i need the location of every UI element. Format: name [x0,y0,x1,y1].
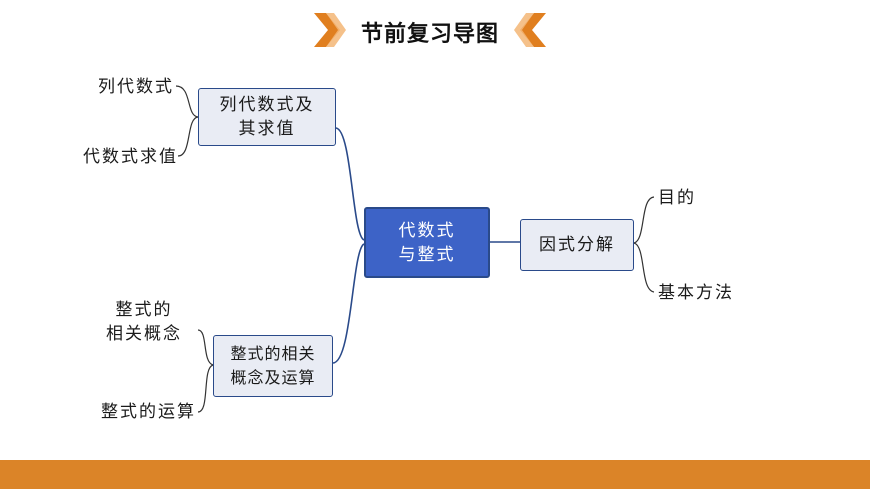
leaf-write-expression: 列代数式 [98,77,174,97]
node-factorization[interactable]: 因式分解 [520,219,634,271]
footer-bar [0,460,870,489]
leaf-basic-methods: 基本方法 [658,283,734,303]
leaf-evaluate-expression: 代数式求值 [83,147,178,167]
connector-leaf-3 [197,329,214,366]
connector-leaf-4 [197,364,214,413]
node-polynomial-concepts[interactable]: 整式的相关 概念及运算 [213,335,333,397]
connector-leaf-6 [633,242,655,293]
title-bar: 节前复习导图 [0,10,870,50]
connector-leaf-1 [175,85,199,118]
chevron-right-icon [314,13,346,47]
connector-center-bottomleft [332,243,365,364]
chevron-left-icon [514,13,546,47]
page-title: 节前复习导图 [360,22,499,47]
connector-leaf-2 [177,116,199,157]
connector-leaf-5 [633,196,655,244]
node-expression-evaluation[interactable]: 列代数式及 其求值 [198,88,336,146]
leaf-purpose: 目的 [658,188,696,208]
leaf-polynomial-operations: 整式的运算 [101,402,196,422]
connector-center-topleft [335,127,365,241]
center-node[interactable]: 代数式 与整式 [364,207,490,278]
leaf-polynomial-concepts: 整式的 相关概念 [106,300,182,344]
